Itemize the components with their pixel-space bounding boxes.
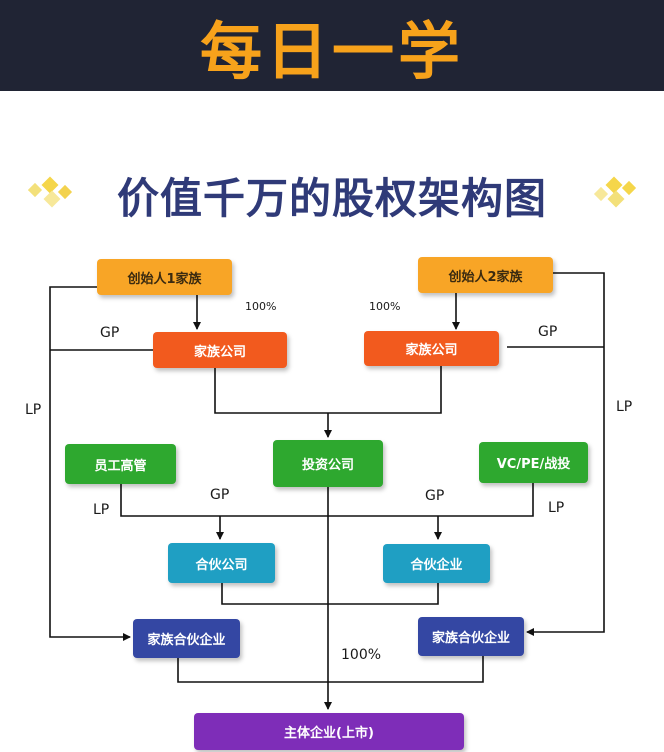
diagram-title: 价值千万的股权架构图 xyxy=(116,174,547,223)
connector-lines xyxy=(49,272,605,710)
node-family-partnership-right: 家族合伙企业 xyxy=(418,617,524,656)
edge-label-pct-bottom: 100% xyxy=(341,647,382,663)
header-banner: 每日一学 xyxy=(0,0,664,91)
edge-label-gp-mid-left: GP xyxy=(210,487,230,503)
sparkle-right-icon xyxy=(593,176,637,208)
edge-label-lp-left: LP xyxy=(25,402,42,418)
node-founder2-family: 创始人2家族 xyxy=(418,257,553,293)
node-family-partnership-left: 家族合伙企业 xyxy=(133,619,240,658)
header-title: 每日一学 xyxy=(199,14,464,88)
sparkle-left-icon xyxy=(28,176,73,208)
node-partnership-company: 合伙公司 xyxy=(168,543,275,583)
diagram-canvas: 价值千万的股权架构图 xyxy=(0,91,664,752)
node-employee-executives: 员工高管 xyxy=(65,444,176,484)
edge-label-pct-left: 100% xyxy=(245,300,277,313)
edge-label-gp-left: GP xyxy=(100,325,120,341)
node-partnership-enterprise: 合伙企业 xyxy=(383,544,490,583)
edge-label-gp-right: GP xyxy=(538,324,558,340)
node-investment-company: 投资公司 xyxy=(273,440,383,487)
node-vc-pe-strategic: VC/PE/战投 xyxy=(479,442,588,483)
edge-label-lp-right: LP xyxy=(616,399,633,415)
edge-label-lp-mid-left: LP xyxy=(93,502,110,518)
edge-label-pct-right: 100% xyxy=(369,300,401,313)
node-family-company-left: 家族公司 xyxy=(153,332,287,368)
node-founder1-family: 创始人1家族 xyxy=(97,259,232,295)
edge-label-gp-mid-right: GP xyxy=(425,488,445,504)
edge-label-lp-mid-right: LP xyxy=(548,500,565,516)
node-family-company-right: 家族公司 xyxy=(364,331,499,366)
node-main-entity: 主体企业(上市) xyxy=(194,713,464,750)
